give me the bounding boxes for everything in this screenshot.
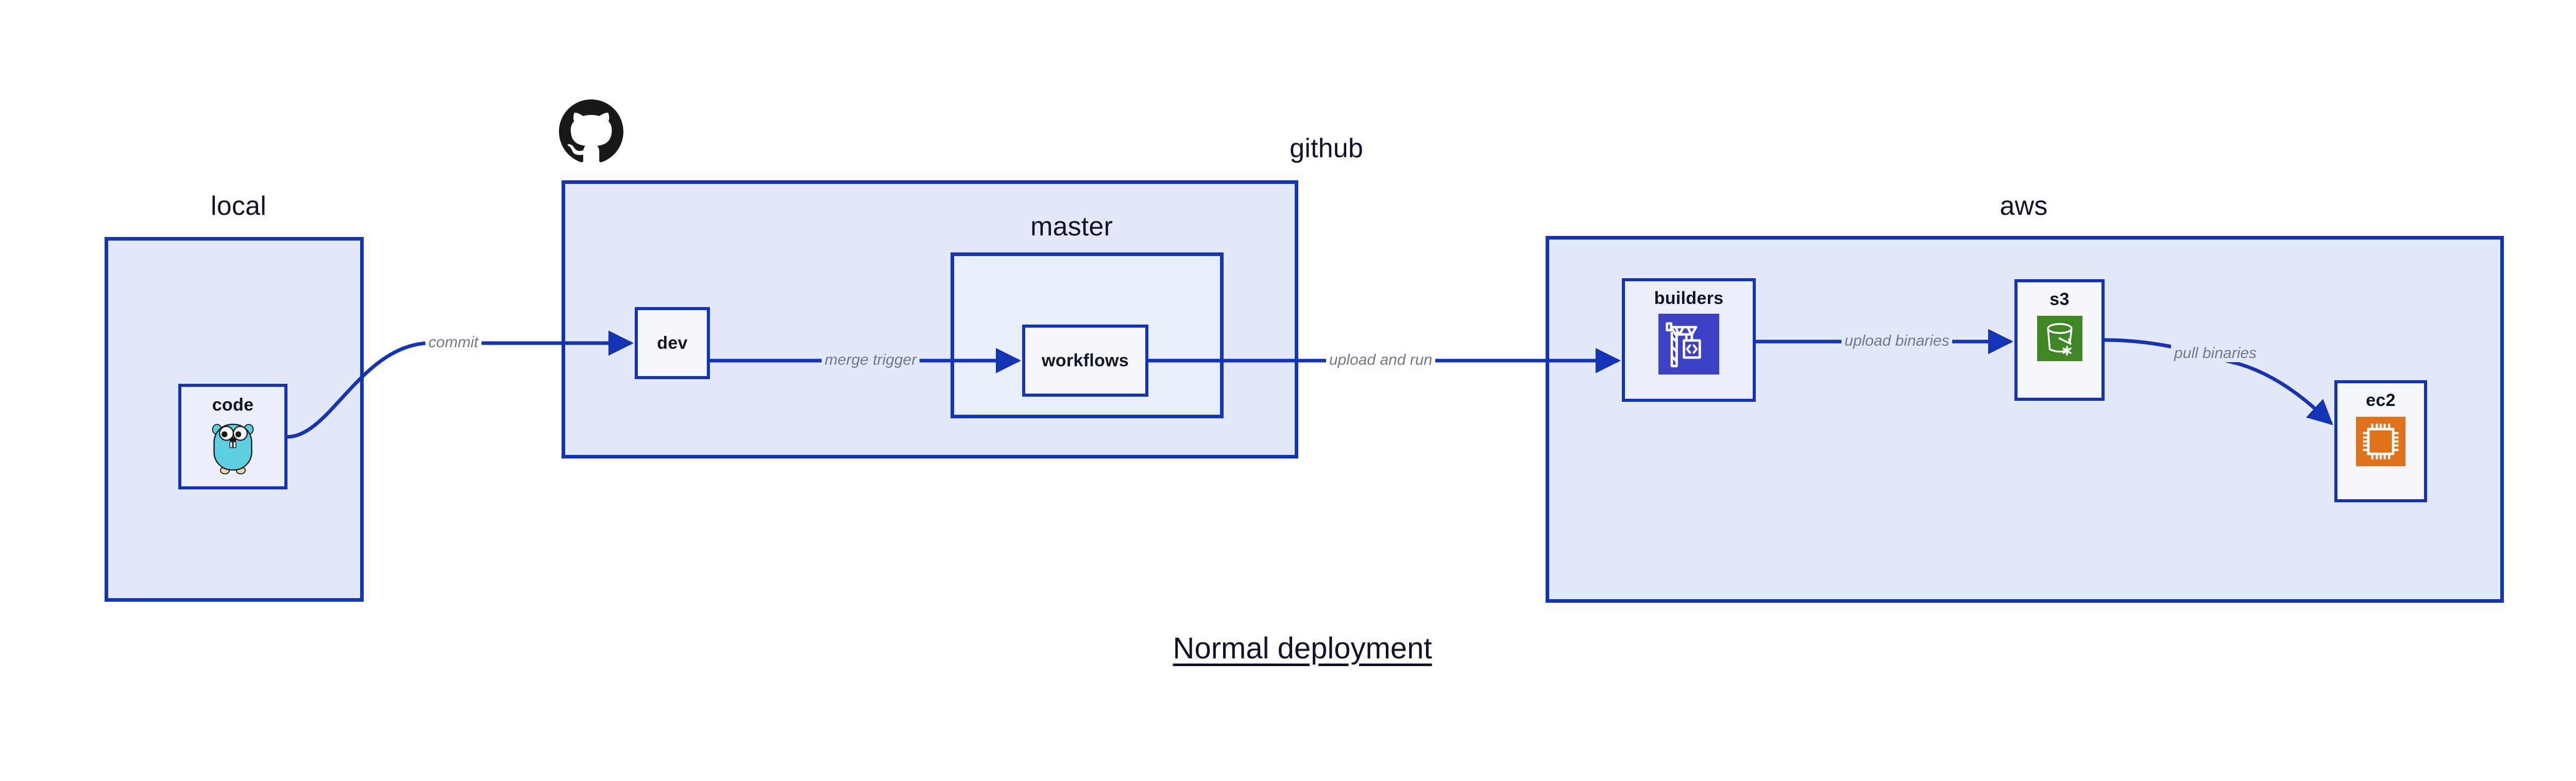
node-builders[interactable]: builders <box>1622 278 1756 402</box>
node-s3[interactable]: s3 <box>2014 279 2105 401</box>
edge-label-upload-and-run: upload and run <box>1326 351 1436 369</box>
edge-label-merge-trigger: merge trigger <box>821 351 920 369</box>
aws-s3-glacier-icon <box>2037 316 2082 361</box>
node-dev-label: dev <box>657 333 688 353</box>
edge-label-upload-binaries: upload binaries <box>1841 332 1953 350</box>
group-label-local: local <box>211 191 266 221</box>
aws-ec2-icon <box>2356 417 2405 466</box>
go-gopher-icon <box>208 419 258 475</box>
node-dev[interactable]: dev <box>635 307 710 379</box>
edge-label-pull-binaries: pull binaries <box>2171 345 2260 362</box>
node-workflows-label: workflows <box>1042 350 1129 370</box>
node-code[interactable]: code <box>178 384 287 489</box>
node-builders-label: builders <box>1654 288 1724 308</box>
group-label-master: master <box>1030 212 1113 242</box>
github-octocat-logo <box>559 99 623 164</box>
node-ec2-label: ec2 <box>2366 390 2396 410</box>
node-ec2[interactable]: ec2 <box>2334 380 2427 502</box>
aws-codebuild-icon <box>1658 314 1719 375</box>
node-s3-label: s3 <box>2049 290 2070 309</box>
diagram-caption: Normal deployment <box>1173 632 1432 665</box>
group-label-aws: aws <box>1999 191 2048 221</box>
node-workflows[interactable]: workflows <box>1022 325 1148 397</box>
edge-label-commit: commit <box>425 334 482 351</box>
node-code-label: code <box>212 395 254 415</box>
group-label-github: github <box>1290 133 1363 163</box>
